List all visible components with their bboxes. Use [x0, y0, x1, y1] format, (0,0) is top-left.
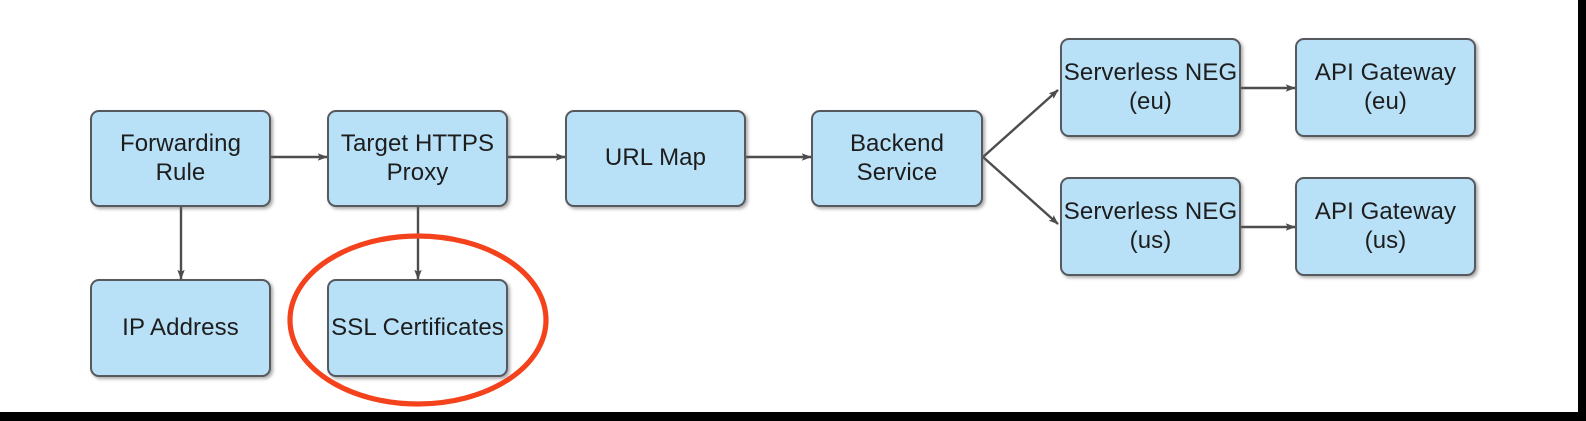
node-backend-service[interactable]: Backend Service: [811, 110, 983, 207]
node-url-map[interactable]: URL Map: [565, 110, 746, 207]
ssl-certificates-highlight-ellipse: [287, 233, 549, 407]
node-api-gateway-us[interactable]: API Gateway (us): [1295, 177, 1476, 276]
node-serverless-neg-us[interactable]: Serverless NEG (us): [1060, 177, 1241, 276]
edge-backend-service-to-serverless-neg-us: [982, 156, 1059, 225]
node-target-https-proxy[interactable]: Target HTTPS Proxy: [327, 110, 508, 207]
node-forwarding-rule[interactable]: Forwarding Rule: [90, 110, 271, 207]
frame-right-border: [1578, 0, 1586, 421]
node-serverless-neg-eu[interactable]: Serverless NEG (eu): [1060, 38, 1241, 137]
frame-bottom-border: [0, 412, 1586, 421]
edge-backend-service-to-serverless-neg-eu: [982, 89, 1059, 158]
node-ssl-certificates[interactable]: SSL Certificates: [327, 279, 508, 377]
node-api-gateway-eu[interactable]: API Gateway (eu): [1295, 38, 1476, 137]
node-ip-address[interactable]: IP Address: [90, 279, 271, 377]
